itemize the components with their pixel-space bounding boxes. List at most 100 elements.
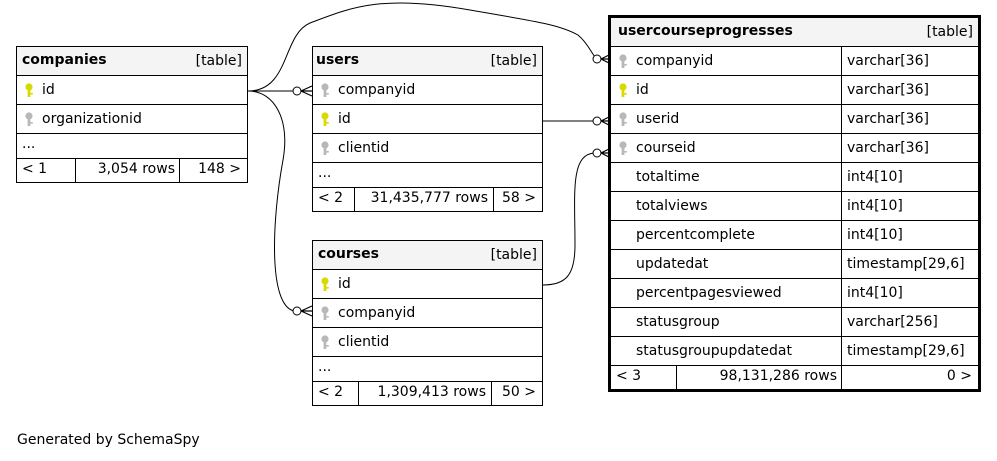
table-kind: [table] bbox=[490, 247, 537, 263]
more-columns: ... bbox=[313, 357, 542, 382]
column-name: id bbox=[338, 111, 351, 127]
table-header: usercourseprogresses [table] bbox=[611, 18, 978, 47]
edge-optional-marker bbox=[592, 116, 602, 126]
column-row[interactable]: companyid bbox=[313, 299, 542, 328]
column-name: clientid bbox=[338, 140, 390, 156]
row-count: 98,131,286 rows bbox=[719, 368, 837, 384]
edge-optional-marker bbox=[292, 86, 302, 96]
table-kind: [table] bbox=[490, 53, 537, 69]
column-row[interactable]: companyid bbox=[313, 76, 542, 105]
edge-crowfoot-marker bbox=[300, 85, 313, 97]
column-name: clientid bbox=[338, 334, 390, 350]
ellipsis: ... bbox=[22, 136, 36, 152]
column-type: int4[10] bbox=[847, 285, 903, 301]
column-row[interactable]: id bbox=[17, 76, 247, 105]
more-columns: ... bbox=[313, 163, 542, 188]
column-name: organizationid bbox=[42, 111, 142, 127]
column-name: totaltime bbox=[636, 169, 700, 185]
column-name: statusgroup bbox=[636, 314, 720, 330]
parents-count-link[interactable]: < 2 bbox=[318, 384, 344, 400]
foreign-key-icon bbox=[619, 112, 627, 126]
edge-companies-id-to-courses-companyid bbox=[247, 90, 295, 312]
foreign-key-icon bbox=[321, 141, 329, 155]
column-row[interactable]: organizationid bbox=[17, 105, 247, 134]
generated-by-text: Generated by SchemaSpy bbox=[17, 432, 200, 448]
foreign-key-icon bbox=[25, 112, 33, 126]
row-count: 1,309,413 rows bbox=[377, 384, 486, 400]
primary-key-icon bbox=[321, 112, 329, 126]
row-count: 31,435,777 rows bbox=[370, 190, 488, 206]
column-row[interactable]: id bbox=[313, 270, 542, 299]
column-type: varchar[36] bbox=[847, 140, 929, 156]
column-type: varchar[256] bbox=[847, 314, 938, 330]
column-name: percentcomplete bbox=[636, 227, 756, 243]
parents-count-link[interactable]: < 1 bbox=[22, 161, 48, 177]
column-name: companyid bbox=[636, 53, 714, 69]
column-row[interactable]: totalviews int4[10] bbox=[611, 192, 978, 221]
foreign-key-icon bbox=[619, 141, 627, 155]
edge-companies-id-to-progress-companyid bbox=[247, 2, 599, 92]
table-footer: < 3 98,131,286 rows 0 > bbox=[611, 366, 978, 389]
children-count-link[interactable]: 148 > bbox=[198, 161, 241, 177]
table-name: users bbox=[316, 52, 360, 68]
column-name: totalviews bbox=[636, 198, 708, 214]
table-footer: < 2 31,435,777 rows 58 > bbox=[313, 188, 542, 211]
column-row[interactable]: clientid bbox=[313, 328, 542, 357]
column-row[interactable]: percentcomplete int4[10] bbox=[611, 221, 978, 250]
column-type: int4[10] bbox=[847, 198, 903, 214]
table-name: usercourseprogresses bbox=[618, 23, 793, 39]
column-row[interactable]: userid varchar[36] bbox=[611, 105, 978, 134]
column-name: userid bbox=[636, 111, 680, 127]
primary-key-icon bbox=[619, 83, 627, 97]
column-name: statusgroupupdatedat bbox=[636, 343, 792, 359]
table-kind: [table] bbox=[195, 53, 242, 69]
children-count-link[interactable]: 58 > bbox=[502, 190, 536, 206]
edge-optional-marker bbox=[292, 306, 302, 316]
table-companies[interactable]: companies [table] id organizationid ... … bbox=[16, 46, 248, 183]
column-type: timestamp[29,6] bbox=[847, 343, 965, 359]
column-row[interactable]: clientid bbox=[313, 134, 542, 163]
column-name: courseid bbox=[636, 140, 696, 156]
table-users[interactable]: users [table] companyid id clientid ... … bbox=[312, 46, 543, 212]
table-kind: [table] bbox=[926, 24, 973, 40]
column-type: varchar[36] bbox=[847, 53, 929, 69]
primary-key-icon bbox=[25, 83, 33, 97]
column-row[interactable]: companyid varchar[36] bbox=[611, 47, 978, 76]
foreign-key-icon bbox=[619, 54, 627, 68]
parents-count-link[interactable]: < 2 bbox=[318, 190, 344, 206]
foreign-key-icon bbox=[321, 83, 329, 97]
column-row[interactable]: courseid varchar[36] bbox=[611, 134, 978, 163]
table-name: companies bbox=[22, 52, 107, 68]
column-row[interactable]: statusgroup varchar[256] bbox=[611, 308, 978, 337]
edge-crowfoot-marker bbox=[300, 305, 313, 317]
column-row[interactable]: id bbox=[313, 105, 542, 134]
children-count-link[interactable]: 0 > bbox=[946, 368, 972, 384]
table-name: courses bbox=[318, 246, 379, 262]
ellipsis: ... bbox=[318, 165, 332, 181]
parents-count-link[interactable]: < 3 bbox=[616, 368, 642, 384]
column-name: companyid bbox=[338, 82, 416, 98]
column-row[interactable]: statusgroupupdatedat timestamp[29,6] bbox=[611, 337, 978, 366]
ellipsis: ... bbox=[318, 359, 332, 375]
row-count: 3,054 rows bbox=[97, 161, 175, 177]
table-header: courses [table] bbox=[313, 241, 542, 270]
table-footer: < 2 1,309,413 rows 50 > bbox=[313, 382, 542, 405]
table-courses[interactable]: courses [table] id companyid clientid ..… bbox=[312, 240, 543, 406]
column-type: int4[10] bbox=[847, 227, 903, 243]
column-row[interactable]: percentpagesviewed int4[10] bbox=[611, 279, 978, 308]
column-name: percentpagesviewed bbox=[636, 285, 782, 301]
primary-key-icon bbox=[321, 277, 329, 291]
column-type: int4[10] bbox=[847, 169, 903, 185]
more-columns: ... bbox=[17, 134, 247, 159]
column-type: varchar[36] bbox=[847, 111, 929, 127]
foreign-key-icon bbox=[321, 306, 329, 320]
edge-courses-id-to-progress-courseid bbox=[542, 152, 595, 286]
column-row[interactable]: totaltime int4[10] bbox=[611, 163, 978, 192]
children-count-link[interactable]: 50 > bbox=[502, 384, 536, 400]
column-name: companyid bbox=[338, 305, 416, 321]
column-name: id bbox=[338, 276, 351, 292]
table-usercourseprogresses[interactable]: usercourseprogresses [table] companyid va… bbox=[608, 15, 981, 392]
